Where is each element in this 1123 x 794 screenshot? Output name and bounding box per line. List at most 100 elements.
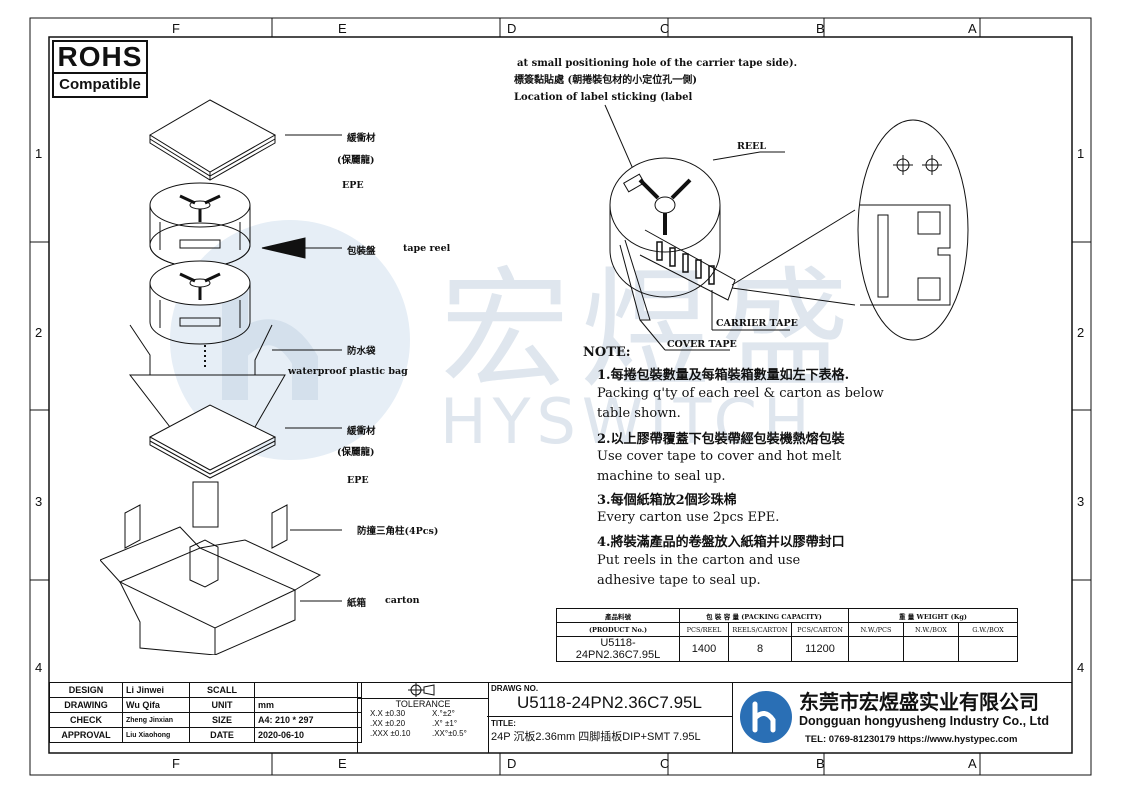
- tolerance-angular: .XX°±0.5°: [432, 729, 467, 738]
- grid-letter-bottom: E: [338, 756, 347, 771]
- tolerance-angular: .X° ±1°: [432, 719, 458, 728]
- grid-number-right: 4: [1077, 660, 1085, 675]
- grid-letter-bottom: D: [507, 756, 517, 771]
- tolerance-linear: .XX ±0.20: [370, 719, 406, 728]
- grid-letter-top: F: [172, 21, 180, 36]
- packing-cell: 1400: [679, 636, 729, 662]
- approval-label: APPROVAL: [49, 727, 123, 743]
- packing-subheader: G.W./BOX: [958, 622, 1018, 637]
- label-tape-reel-cn: 包裝盤: [347, 246, 376, 257]
- label-carrier-tape: CARRIER TAPE: [716, 318, 798, 329]
- drawing-name: Wu Qifa: [122, 697, 190, 713]
- packing-cell: 8: [728, 636, 792, 662]
- note-line: 2.以上膠帶覆蓋下包裝帶經包裝機熱熔包裝: [597, 432, 845, 447]
- grid-number-right: 3: [1077, 494, 1085, 509]
- rohs-subtitle: Compatible: [54, 72, 146, 96]
- label-cushion-bottom-sub: (保麗龍): [337, 447, 375, 458]
- company-contact: TEL: 0769-81230179 https://www.hystypec.…: [805, 734, 1018, 745]
- grid-number-left: 1: [35, 146, 43, 161]
- grid-number-right: 1: [1077, 146, 1085, 161]
- label-bag-cn: 防水袋: [347, 346, 376, 357]
- grid-number-left: 2: [35, 325, 43, 340]
- note-line: Packing q'ty of each reel & carton as be…: [597, 386, 884, 401]
- note-line: Every carton use 2pcs EPE.: [597, 510, 780, 525]
- company-block: 东莞市宏煜盛实业有限公司 Dongguan hongyusheng Indust…: [732, 682, 1073, 753]
- packing-subheader: PCS/REEL: [679, 622, 729, 637]
- carton: [100, 481, 322, 655]
- grid-letter-top: E: [338, 21, 347, 36]
- epe-sheet-bottom: [148, 404, 277, 479]
- rohs-badge: ROHS Compatible: [52, 40, 148, 98]
- drawing-number-block: DRAWG NO. U5118-24PN2.36C7.95L TITLE: 24…: [487, 682, 732, 753]
- rohs-title: ROHS: [57, 41, 143, 72]
- label-tape-reel-en: tape reel: [403, 243, 451, 254]
- approval-name: Liu Xiaohong: [122, 727, 190, 743]
- note-line: 3.每個紙箱放2個珍珠棉: [597, 493, 737, 508]
- packing-subheader: N.W./PCS: [848, 622, 904, 637]
- label-bag-en: waterproof plastic bag: [288, 366, 408, 377]
- label-reel: REEL: [737, 141, 767, 152]
- label-sticking-line1: at small positioning hole of the carrier…: [517, 58, 798, 69]
- label-cushion-top-epe: EPE: [342, 180, 364, 191]
- company-logo-icon: [740, 691, 792, 743]
- scall-label: SCALL: [189, 682, 255, 698]
- note-line: 1.每捲包裝數量及每箱裝箱數量如左下表格.: [597, 368, 850, 383]
- note-line: Put reels in the carton and use: [597, 553, 801, 568]
- projection-symbol-icon: [408, 683, 435, 697]
- note-line: adhesive tape to seal up.: [597, 573, 761, 588]
- note-line: 4.將裝滿產品的卷盤放入紙箱并以膠帶封口: [597, 535, 845, 550]
- date-label: DATE: [189, 727, 255, 743]
- label-triangle-post: 防撞三角柱(4Pcs): [357, 526, 439, 537]
- grid-letter-bottom: F: [172, 756, 180, 771]
- tolerance-linear: X.X ±0.30: [370, 709, 406, 718]
- label-cushion-bottom-epe: EPE: [347, 475, 369, 486]
- packing-subheader: REELS/CARTON: [728, 622, 792, 637]
- packing-subheader: N.W./BOX: [903, 622, 959, 637]
- grid-letter-top: C: [660, 21, 670, 36]
- packing-header-product: 產品料號: [556, 608, 680, 623]
- grid-letter-bottom: A: [968, 756, 977, 771]
- tolerance-label: TOLERANCE: [358, 698, 488, 709]
- label-sticking-line3: Location of label sticking (label: [514, 92, 693, 103]
- packing-cell: [958, 636, 1018, 662]
- packing-header-capacity: 包 裝 容 量 (PACKING CAPACITY): [679, 608, 849, 623]
- packing-cell: [903, 636, 959, 662]
- grid-letter-top: D: [507, 21, 517, 36]
- company-name-cn: 东莞市宏煜盛实业有限公司: [799, 690, 1039, 714]
- reel-2: [149, 260, 251, 345]
- tolerance-angular: X.°±2°: [432, 709, 455, 718]
- reel-detail-drawing: [604, 104, 969, 351]
- check-name: Zheng Jinxian: [122, 712, 190, 728]
- design-name: Li Jinwei: [122, 682, 190, 698]
- grid-number-left: 4: [35, 660, 43, 675]
- detail-ellipse: [857, 119, 969, 341]
- exploded-packaging-drawing: [100, 99, 342, 655]
- company-name-en: Dongguan hongyusheng Industry Co., Ltd: [799, 714, 1049, 728]
- drawing-title: 24P 沉板2.36mm 四脚插板DIP+SMT 7.95L: [491, 731, 701, 743]
- design-label: DESIGN: [49, 682, 123, 698]
- packing-cell: 11200: [791, 636, 849, 662]
- title-label: TITLE:: [491, 719, 516, 728]
- label-carton-cn: 紙箱: [347, 598, 367, 609]
- grid-letter-bottom: B: [816, 756, 825, 771]
- packing-header-weight: 重 量 WEIGHT (Kg): [848, 608, 1018, 623]
- grid-letter-bottom: C: [660, 756, 670, 771]
- note-line: table shown.: [597, 406, 681, 421]
- grid-letter-top: B: [816, 21, 825, 36]
- tolerance-block: TOLERANCE X.X ±0.30 X.°±2° .XX ±0.20 .X°…: [357, 682, 489, 753]
- grid-letter-top: A: [968, 21, 977, 36]
- drawing-number: U5118-24PN2.36C7.95L: [517, 693, 702, 712]
- grid-number-right: 2: [1077, 325, 1085, 340]
- watermark-latin: HYSWITCH: [440, 385, 816, 458]
- label-cushion-bottom: 緩衝材: [347, 426, 376, 437]
- unit-value: mm: [254, 697, 362, 713]
- reel-perspective: [609, 157, 736, 321]
- unit-label: UNIT: [189, 697, 255, 713]
- note-line: Use cover tape to cover and hot melt: [597, 449, 842, 464]
- label-carton-en: carton: [385, 595, 420, 606]
- size-value: A4: 210 * 297: [254, 712, 362, 728]
- scall-value: [254, 682, 362, 698]
- packing-capacity-table: 產品料號 包 裝 容 量 (PACKING CAPACITY) 重 量 WEIG…: [556, 608, 1018, 662]
- packing-cell: U5118-24PN2.36C7.95L: [556, 636, 680, 662]
